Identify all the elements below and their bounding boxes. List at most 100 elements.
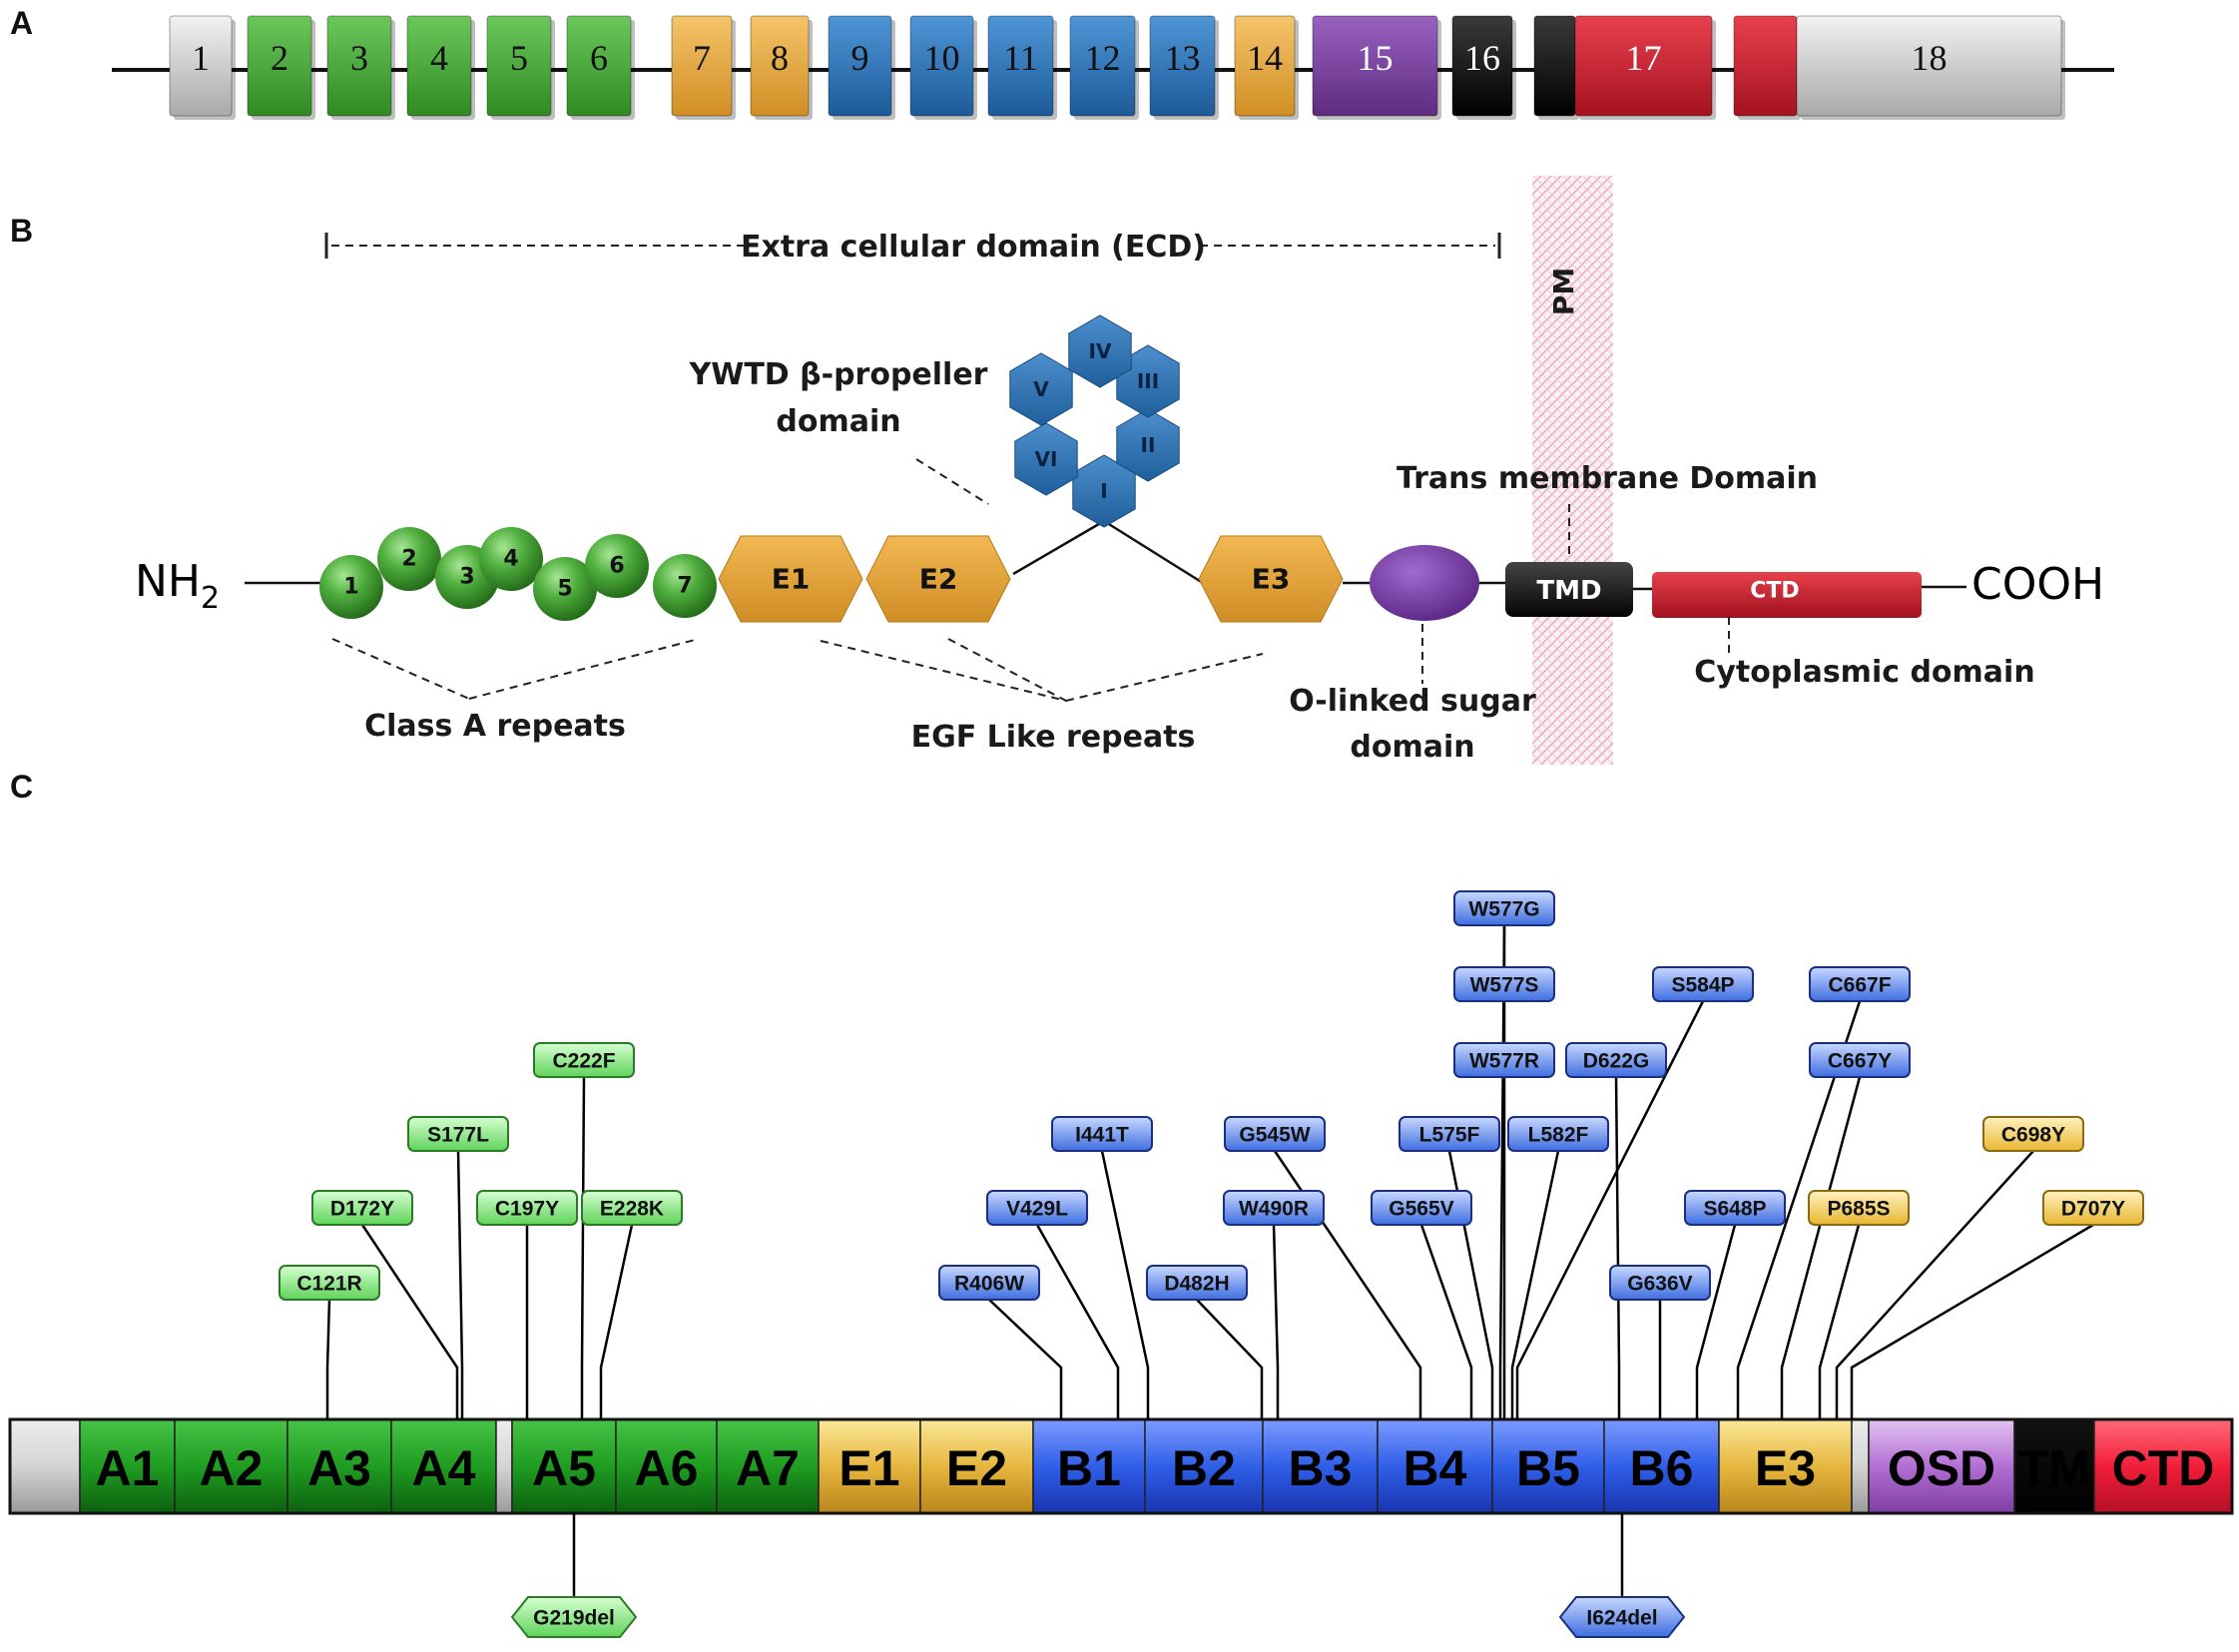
domain-label: B3 (1289, 1440, 1353, 1496)
mutation-c698y: C698Y (1982, 1116, 2084, 1152)
mutation-l575f: L575F (1399, 1116, 1500, 1152)
mutation-stem-d172y (360, 1224, 459, 1419)
mutation-stem-i441t (1100, 1150, 1150, 1419)
bead-label: 7 (677, 574, 692, 599)
mutation-label: W577R (1469, 1050, 1539, 1073)
mutation-label: G565V (1389, 1198, 1453, 1221)
mutation-g565v: G565V (1371, 1190, 1472, 1226)
propeller-blade-iii: III (1116, 344, 1180, 418)
mutation-label: C698Y (2001, 1124, 2065, 1147)
mutation-stem-s177l (456, 1150, 464, 1419)
propeller-blade-ii: II (1116, 408, 1180, 482)
exon-11: 11 (987, 15, 1057, 120)
exon-number: 15 (1358, 38, 1394, 78)
class-a-bead-2: 2 (377, 527, 441, 591)
exon-number: 12 (1085, 38, 1121, 78)
domain-ctd: CTD (2093, 1418, 2233, 1514)
domain-b4: B4 (1377, 1418, 1493, 1514)
domain-label: E3 (1755, 1440, 1816, 1496)
bead-label: 6 (609, 554, 624, 579)
domain-a3: A3 (286, 1418, 392, 1514)
blade-label: II (1141, 433, 1156, 457)
mutation-label: E228K (600, 1198, 664, 1221)
mutation-label: W490R (1239, 1198, 1309, 1221)
panel-label-b: B (10, 213, 33, 249)
mutation-label: G545W (1239, 1124, 1310, 1147)
mutation-label: S584P (1671, 974, 1734, 997)
mutation-d172y: D172Y (311, 1190, 413, 1226)
mutation-stem-c667f (1736, 1000, 1862, 1419)
deletion-label: I624del (1586, 1607, 1657, 1630)
exon-9: 9 (828, 15, 895, 120)
mutation-labels-above: C121RD172YS177LC197YC222FE228KR406WV429L… (279, 890, 2144, 1301)
mutation-label: S648P (1703, 1198, 1766, 1221)
bead-label: 2 (401, 547, 416, 572)
exon-8: 8 (750, 15, 813, 120)
egf-label: E2 (919, 563, 958, 596)
mutation-label: D707Y (2061, 1198, 2125, 1221)
exon-part-16 (1533, 15, 1579, 120)
class-a-bead-5: 5 (533, 557, 597, 621)
blade-label: VI (1035, 447, 1058, 471)
mutation-label: V429L (1006, 1198, 1068, 1221)
mutation-stem-c698y (1835, 1150, 2034, 1419)
exon-13: 13 (1149, 15, 1219, 120)
exon-number: 2 (271, 38, 288, 78)
domain-label: OSD (1888, 1440, 1995, 1496)
mutation-stem-d622g (1614, 1076, 1621, 1419)
domain-a7: A7 (716, 1418, 820, 1514)
mutation-g636v: G636V (1609, 1265, 1711, 1301)
ctd-bar (1652, 572, 1922, 618)
domain-b5: B5 (1491, 1418, 1605, 1514)
exon-number: 9 (851, 38, 869, 78)
egf-hexagon-e2: E2 (865, 535, 1011, 623)
exon-number: 11 (1003, 38, 1038, 78)
cytoplasmic-label: Cytoplasmic domain (1694, 655, 2034, 690)
mutation-stem-g545w (1273, 1150, 1422, 1419)
mutation-w577r: W577R (1453, 1042, 1555, 1078)
mutation-label: L582F (1528, 1124, 1589, 1147)
domain-label: TM (2018, 1440, 2090, 1496)
domain-a4: A4 (390, 1418, 497, 1514)
exon-number: 13 (1165, 38, 1201, 78)
mutation-stem-c222f (580, 1076, 586, 1419)
domain-e1: E1 (818, 1418, 921, 1514)
deletion-i624del: I624del (1558, 1596, 1686, 1638)
mutation-stem-v429l (1035, 1224, 1120, 1419)
propeller-blade-vi: VI (1014, 422, 1078, 496)
blade-label: V (1033, 377, 1049, 401)
nh2-terminus-label: NH2 (135, 556, 220, 616)
domain-spacer-18 (1851, 1418, 1870, 1514)
pm-label: PM (1547, 268, 1580, 315)
exon-14: 14 (1234, 15, 1299, 120)
exon-10: 10 (909, 15, 977, 120)
mutation-e228k: E228K (581, 1190, 683, 1226)
domain-label: A5 (532, 1440, 596, 1496)
mutation-stem-s584p (1515, 1000, 1705, 1419)
domain-label: B2 (1172, 1440, 1236, 1496)
exon-number: 3 (350, 38, 368, 78)
mutation-stem-l582f (1510, 1150, 1560, 1419)
mutation-stem-e228k (599, 1224, 634, 1419)
exon-1: 1 (169, 15, 236, 120)
exon-2: 2 (247, 15, 315, 120)
domain-label: A7 (736, 1440, 800, 1496)
mutation-s177l: S177L (407, 1116, 509, 1152)
domain-b3: B3 (1262, 1418, 1379, 1514)
domain-label: E2 (946, 1440, 1007, 1496)
mutation-s648p: S648P (1684, 1190, 1786, 1226)
mutation-label: D622G (1583, 1050, 1650, 1073)
mutation-c121r: C121R (279, 1265, 380, 1301)
mutation-stem-r406w (988, 1299, 1063, 1419)
mutation-d622g: D622G (1565, 1042, 1667, 1078)
domain-b2: B2 (1144, 1418, 1264, 1514)
mutation-label: L575F (1419, 1124, 1480, 1147)
propeller-blade-v: V (1009, 352, 1073, 426)
domain-a1: A1 (79, 1418, 176, 1514)
mutation-stem-c667y (1780, 1076, 1862, 1419)
panel-label-c: C (10, 769, 33, 805)
osd-label-line2: domain (1350, 730, 1474, 765)
